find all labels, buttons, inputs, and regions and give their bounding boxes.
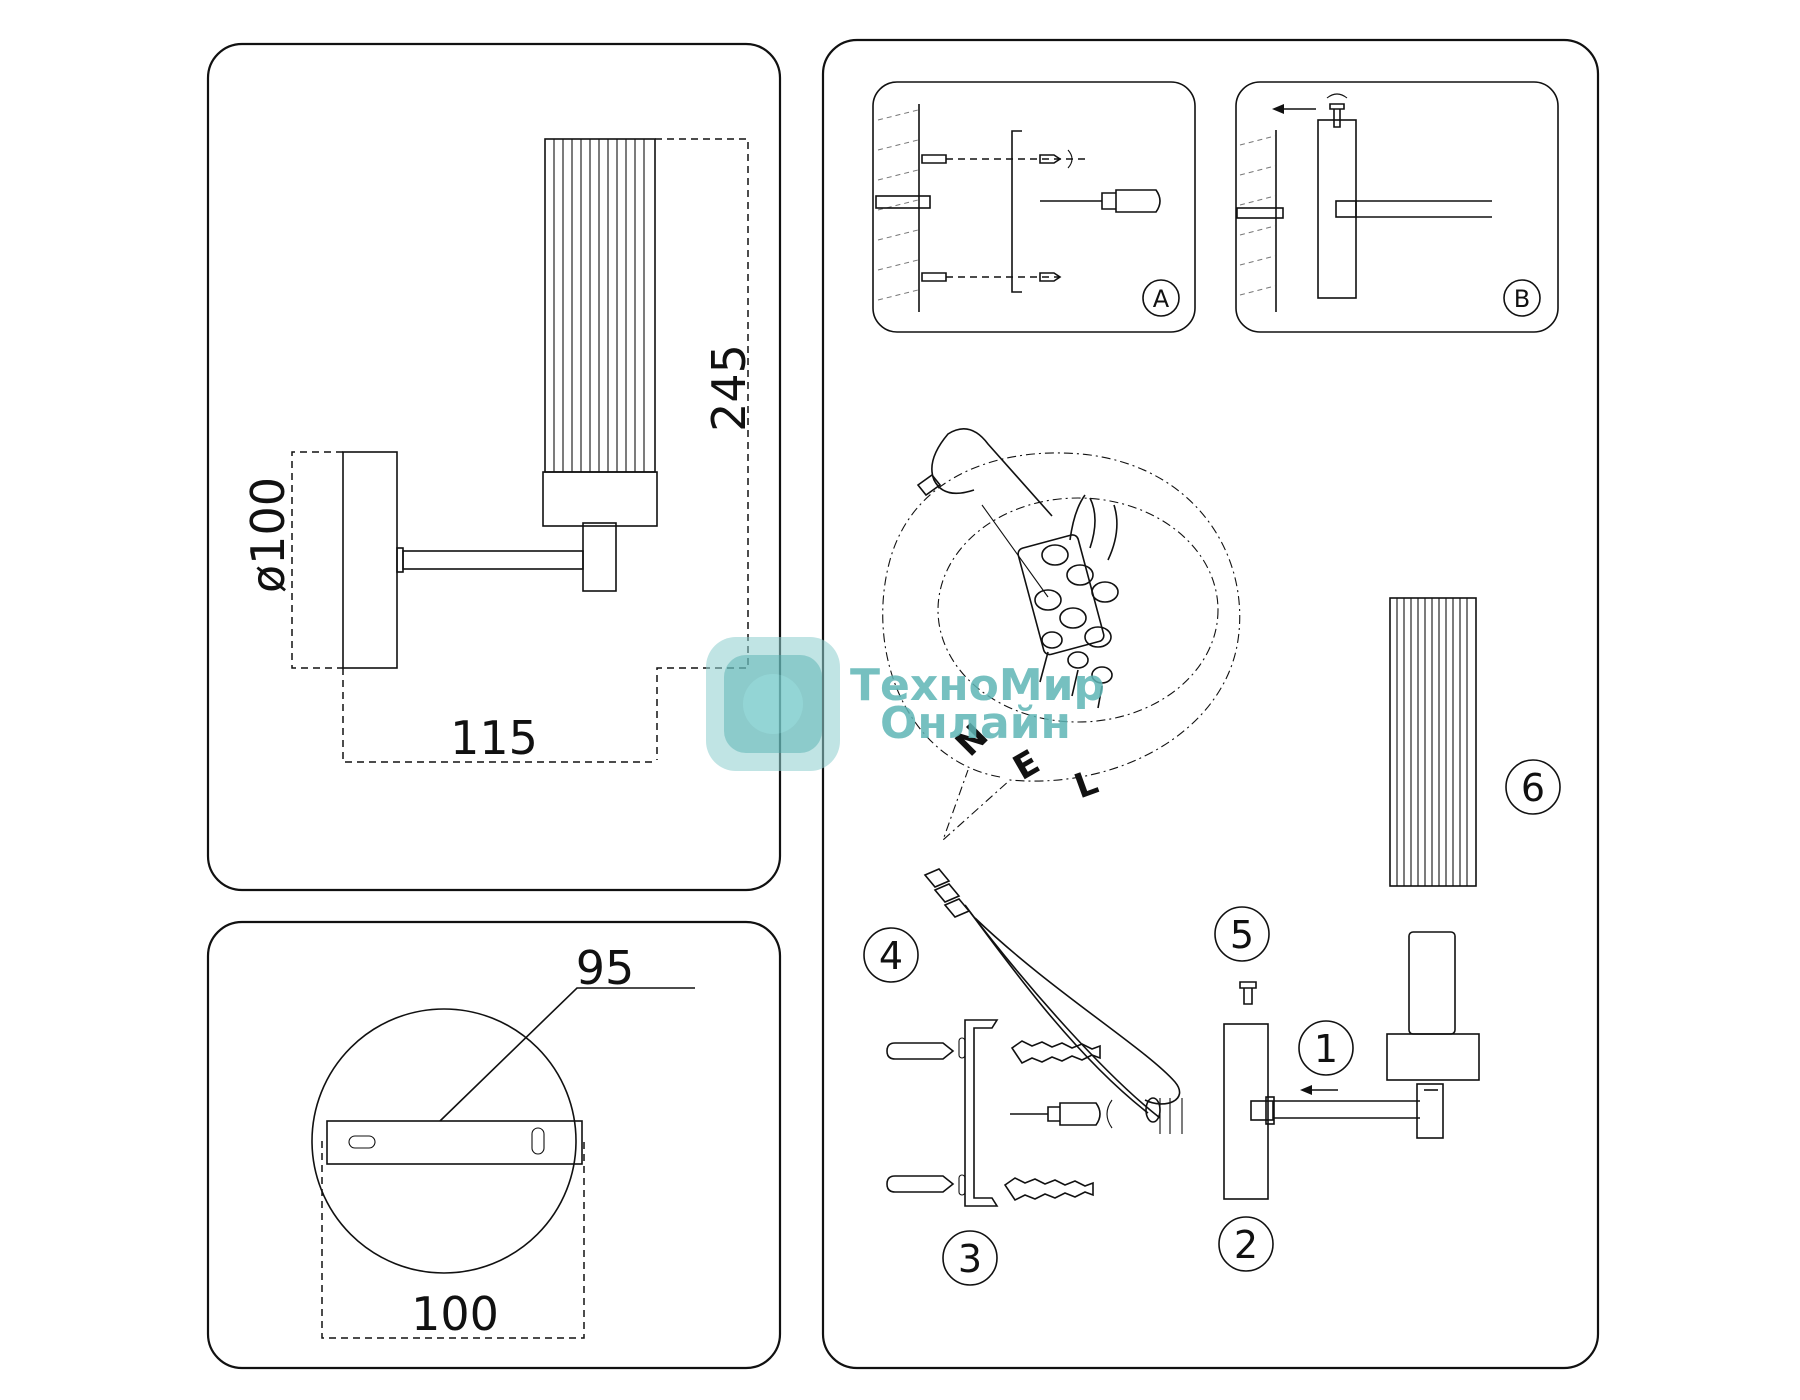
detail-a-label: A [1153, 285, 1170, 313]
terminal-callout [882, 428, 1241, 841]
diameter-dimension: ø100 [241, 477, 295, 593]
detail-a [872, 81, 1196, 333]
lamp-shade [1386, 597, 1480, 1081]
depth-dimension: 115 [450, 711, 538, 765]
wire-l-label: L [1069, 762, 1103, 807]
part-6-badge [1505, 759, 1561, 815]
base-view-panel [206, 920, 782, 1370]
part-5-label: 5 [1230, 913, 1254, 957]
part-4-badge [863, 927, 919, 983]
detail-b-label: B [1514, 285, 1530, 313]
part-2-badge [1218, 1216, 1274, 1272]
mains-wires [923, 868, 1183, 1134]
watermark-logo [706, 637, 840, 771]
fixing-screw [1239, 981, 1257, 1005]
detail-b [1235, 81, 1559, 333]
bracket-dimension: 95 [576, 941, 635, 995]
part-3-badge [942, 1230, 998, 1286]
part-1-badge [1298, 1020, 1354, 1076]
lamp-arm [1250, 1083, 1444, 1139]
base-dimension: 100 [411, 1287, 499, 1341]
part-5-badge [1214, 906, 1270, 962]
part-1-label: 1 [1314, 1027, 1338, 1071]
part-6-label: 6 [1521, 766, 1545, 810]
part-4-label: 4 [879, 934, 903, 978]
wall-plate [1223, 1023, 1269, 1200]
part-3-label: 3 [958, 1237, 982, 1281]
side-view-panel [206, 42, 782, 892]
detail-b-badge [1503, 279, 1541, 317]
detail-a-badge [1142, 279, 1180, 317]
watermark-line-1: ТехноМир [850, 660, 1105, 711]
height-dimension: 245 [702, 344, 756, 432]
wire-e-label: E [1006, 742, 1046, 788]
mounting-bracket-kit [886, 1019, 1113, 1207]
part-2-label: 2 [1234, 1223, 1258, 1267]
watermark-line-2: Онлайн [880, 698, 1071, 749]
